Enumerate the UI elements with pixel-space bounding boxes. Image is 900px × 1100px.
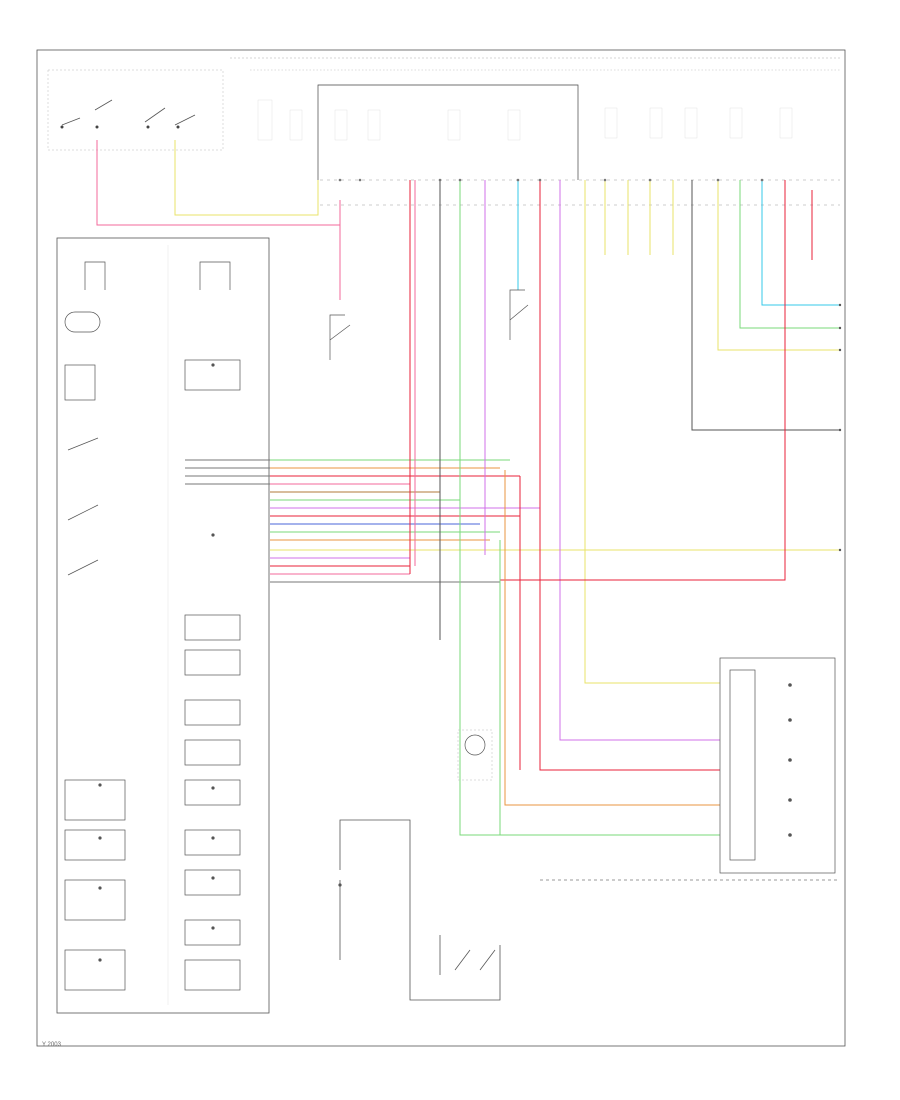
instrument-cluster-box bbox=[56, 237, 270, 1014]
key-switch-loop bbox=[339, 819, 501, 1001]
vertical-feed-wires bbox=[339, 180, 840, 836]
cluster-components bbox=[64, 261, 241, 991]
tcm-module-inner bbox=[729, 669, 756, 861]
diagram-frame bbox=[36, 49, 846, 1047]
tcm-pins bbox=[788, 683, 792, 837]
fuse-block-bracket bbox=[317, 84, 579, 180]
wire-pink-ignition bbox=[96, 140, 341, 226]
page-corner-tag: Y 2003 bbox=[42, 1042, 61, 1048]
cluster-connector-wires bbox=[185, 459, 840, 583]
tcm-module-box bbox=[719, 657, 836, 874]
wire-yellow-ignition bbox=[174, 140, 319, 216]
brake-switch bbox=[329, 314, 351, 360]
cluster-component-dots bbox=[98, 363, 215, 962]
ignition-switch bbox=[47, 69, 224, 151]
connector-dots bbox=[338, 178, 764, 182]
gauge-icon bbox=[464, 734, 486, 756]
right-edge-terminators bbox=[838, 303, 842, 552]
top-component-labels bbox=[257, 99, 793, 141]
wire-green-tcm bbox=[499, 540, 720, 836]
fuse-connector-row bbox=[320, 179, 840, 206]
brake-switch-2 bbox=[509, 289, 529, 340]
